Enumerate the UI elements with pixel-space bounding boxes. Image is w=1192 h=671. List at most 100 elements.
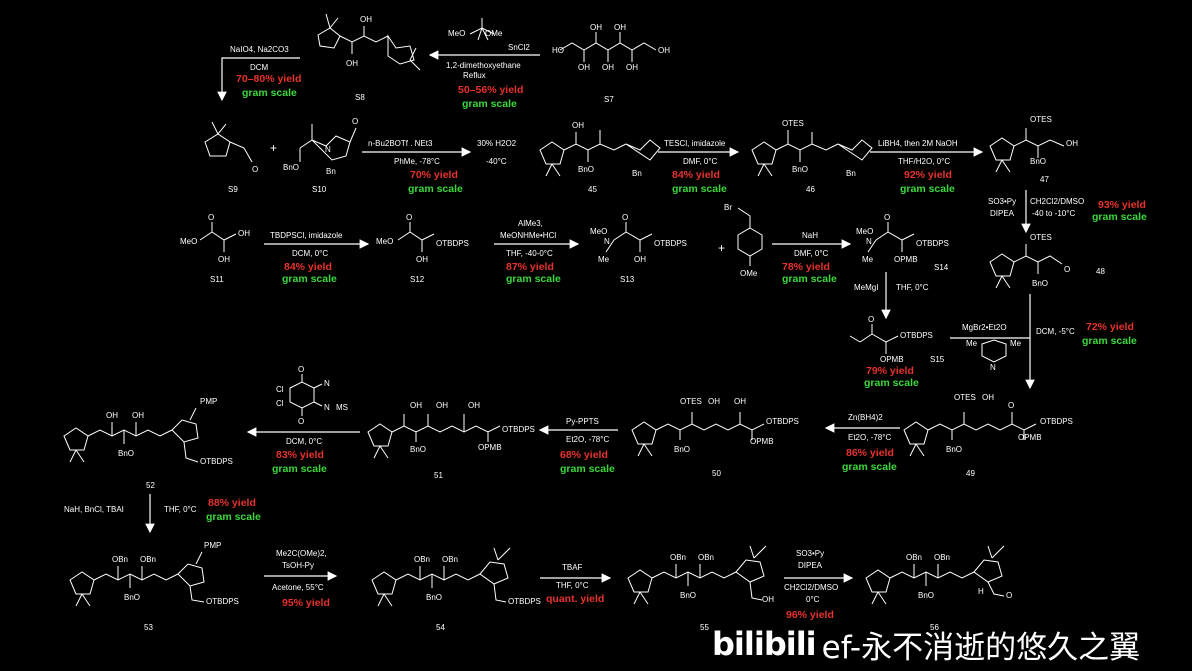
svg-text:O: O: [298, 417, 304, 426]
svg-text:TsOH-Py: TsOH-Py: [282, 561, 314, 570]
svg-text:OH: OH: [708, 397, 720, 406]
svg-text:OH: OH: [346, 59, 358, 68]
svg-text:THF, -40-0°C: THF, -40-0°C: [506, 249, 553, 258]
svg-text:55: 55: [700, 623, 709, 632]
svg-text:52: 52: [146, 481, 155, 490]
svg-text:SnCl2: SnCl2: [508, 43, 530, 52]
svg-text:Reflux: Reflux: [463, 71, 486, 80]
svg-text:PhMe, -78°C: PhMe, -78°C: [394, 157, 440, 166]
svg-text:O: O: [1064, 265, 1070, 274]
svg-text:OH: OH: [238, 229, 250, 238]
compound-S9: O S9: [204, 121, 258, 194]
svg-text:Br: Br: [724, 203, 732, 212]
svg-text:OTBDPS: OTBDPS: [502, 425, 535, 434]
svg-text:OTES: OTES: [1030, 115, 1052, 124]
svg-text:53: 53: [144, 623, 153, 632]
svg-text:Bn: Bn: [632, 169, 642, 178]
svg-text:DCM, 0°C: DCM, 0°C: [286, 437, 322, 446]
svg-text:OH: OH: [590, 23, 602, 32]
svg-text:OH: OH: [982, 393, 994, 402]
svg-text:54: 54: [436, 623, 445, 632]
svg-text:Me: Me: [862, 255, 874, 264]
svg-text:MS: MS: [336, 403, 348, 412]
svg-text:86% yield: 86% yield: [846, 447, 894, 459]
svg-text:OTBDPS: OTBDPS: [900, 331, 933, 340]
compound-51: OH OH OH BnO OTBDPS OPMB 51: [367, 401, 535, 480]
svg-text:quant. yield: quant. yield: [546, 593, 604, 605]
svg-text:N: N: [866, 237, 872, 246]
svg-text:OH: OH: [734, 397, 746, 406]
svg-text:68% yield: 68% yield: [560, 449, 608, 461]
svg-text:Bn: Bn: [846, 169, 856, 178]
svg-text:79% yield: 79% yield: [866, 365, 914, 377]
svg-text:Py-PPTS: Py-PPTS: [566, 417, 599, 426]
compound-S8: OH OH S8: [317, 13, 421, 102]
svg-text:OPMB: OPMB: [1018, 433, 1042, 442]
reagent-ddq: O O Cl Cl N N MS: [276, 365, 348, 426]
svg-text:45: 45: [588, 185, 597, 194]
svg-text:78% yield: 78% yield: [782, 261, 830, 273]
compound-47: OTES BnO OH 47: [989, 115, 1078, 184]
svg-text:OH: OH: [468, 401, 480, 410]
compound-53: OBn OBn BnO PMP OTBDPS 53: [69, 541, 239, 632]
svg-text:OTES: OTES: [782, 119, 804, 128]
svg-text:OTBDPS: OTBDPS: [654, 239, 687, 248]
svg-text:-40°C: -40°C: [486, 157, 507, 166]
compound-S15: O OTBDPS OPMB S15: [849, 315, 945, 364]
svg-text:BnO: BnO: [918, 591, 934, 600]
svg-text:gram scale: gram scale: [282, 273, 337, 285]
svg-text:MeONHMe•HCl: MeONHMe•HCl: [500, 231, 556, 240]
svg-text:0°C: 0°C: [806, 595, 820, 604]
svg-text:MeO: MeO: [448, 29, 465, 38]
svg-text:gram scale: gram scale: [1092, 211, 1147, 223]
svg-text:O: O: [1006, 591, 1012, 600]
svg-text:BnO: BnO: [426, 593, 442, 602]
svg-text:O: O: [352, 117, 358, 126]
svg-text:OTBDPS: OTBDPS: [1040, 417, 1073, 426]
svg-text:95% yield: 95% yield: [282, 597, 330, 609]
svg-text:OH: OH: [410, 401, 422, 410]
svg-text:OH: OH: [1066, 139, 1078, 148]
svg-text:DCM: DCM: [250, 63, 269, 72]
svg-text:OH: OH: [106, 411, 118, 420]
compound-S13: MeO N O OTBDPS OH Me S13: [590, 213, 687, 284]
svg-text:O: O: [252, 165, 258, 174]
svg-text:SO3•Py: SO3•Py: [988, 197, 1016, 206]
svg-text:BnO: BnO: [674, 445, 690, 454]
svg-text:83% yield: 83% yield: [276, 449, 324, 461]
svg-text:Et2O, -78°C: Et2O, -78°C: [566, 435, 609, 444]
compound-50: OTES OH OH BnO OTBDPS OPMB 50: [631, 397, 799, 478]
svg-text:S15: S15: [930, 355, 945, 364]
svg-text:NaH: NaH: [802, 231, 818, 240]
svg-text:DMF, 0°C: DMF, 0°C: [794, 249, 829, 258]
svg-text:OH: OH: [658, 46, 670, 55]
compound-46: OTES BnO Bn 46: [751, 119, 873, 194]
svg-text:BnO: BnO: [410, 445, 426, 454]
svg-text:OH: OH: [626, 63, 638, 72]
compound-S11: MeO O OH OH S11: [180, 213, 250, 284]
svg-text:AlMe3,: AlMe3,: [518, 219, 543, 228]
svg-text:OBn: OBn: [670, 553, 686, 562]
svg-text:OBn: OBn: [906, 553, 922, 562]
svg-text:OBn: OBn: [442, 555, 458, 564]
svg-text:N: N: [325, 145, 331, 154]
svg-text:+: +: [270, 141, 277, 155]
svg-text:LiBH4, then 2M NaOH: LiBH4, then 2M NaOH: [878, 139, 958, 148]
svg-text:O: O: [406, 213, 412, 222]
svg-text:TBAF: TBAF: [562, 563, 583, 572]
svg-text:gram scale: gram scale: [408, 183, 463, 195]
svg-text:MeO: MeO: [180, 237, 197, 246]
svg-text:H: H: [978, 587, 984, 596]
svg-text:BnO: BnO: [792, 165, 808, 174]
svg-text:NaH, BnCl, TBAI: NaH, BnCl, TBAI: [64, 505, 124, 514]
svg-text:96% yield: 96% yield: [786, 609, 834, 621]
svg-text:N: N: [990, 363, 996, 372]
svg-text:OPMB: OPMB: [478, 443, 502, 452]
svg-text:HO: HO: [552, 46, 564, 55]
svg-text:Acetone, 55°C: Acetone, 55°C: [272, 583, 324, 592]
compound-49: OTES OH O BnO OTBDPS OPMB 49: [903, 393, 1073, 478]
compound-55: OBn OBn BnO OH 55: [627, 545, 774, 632]
svg-text:BnO: BnO: [946, 445, 962, 454]
svg-text:OBn: OBn: [112, 555, 128, 564]
